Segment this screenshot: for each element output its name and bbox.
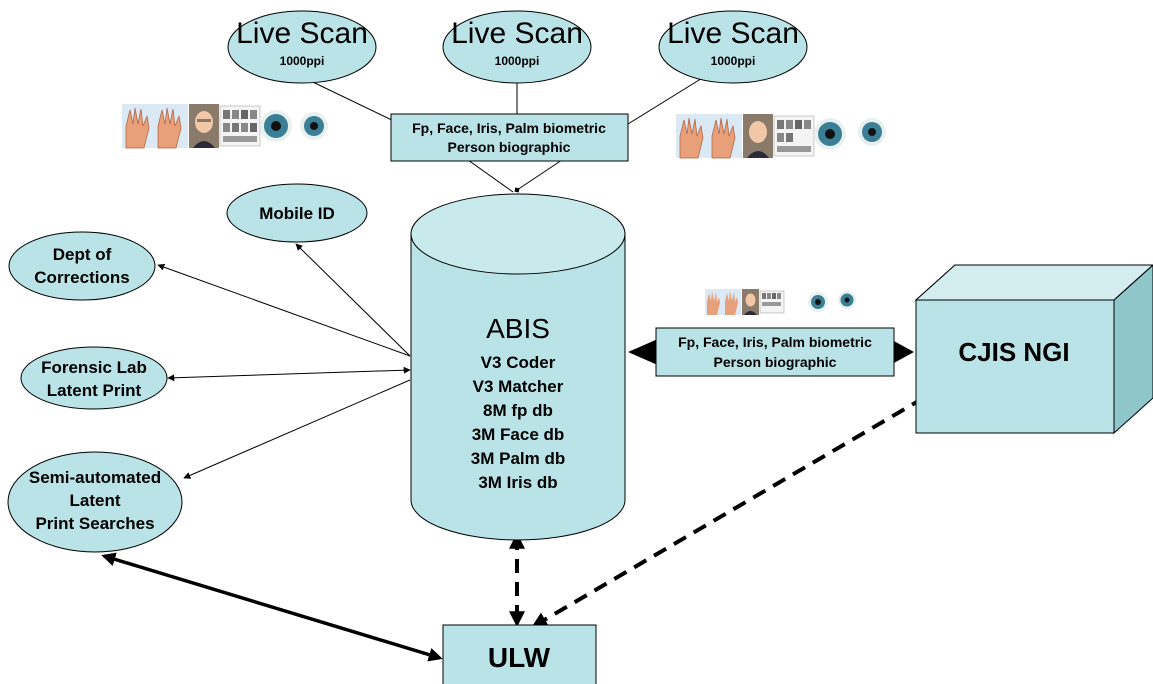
abis-component: 3M Face db [472, 425, 565, 444]
abis-component: 3M Palm db [471, 449, 565, 468]
biometric-image-strip-right [676, 114, 886, 159]
fingerprint-card-icon [759, 290, 785, 314]
abis-database-cylinder: ABIS V3 Coder V3 Matcher 8M fp db 3M Fac… [410, 193, 626, 541]
fingerprint-card-icon [219, 105, 261, 147]
abis-component: V3 Coder [481, 353, 556, 372]
biometric-line-1: Fp, Face, Iris, Palm biometric [678, 334, 872, 350]
live-scan-resolution: 1000ppi [495, 54, 540, 68]
connectors [101, 71, 947, 662]
biometric-data-box-right: Fp, Face, Iris, Palm biometric Person bi… [655, 327, 895, 377]
forensic-lab-label: Forensic Lab [41, 358, 147, 377]
edge-box-to-abis-a [467, 159, 514, 193]
abis-component: 3M Iris db [478, 473, 557, 492]
biometric-line-2: Person biographic [448, 139, 571, 155]
biometric-image-strip-left [122, 104, 328, 149]
cjis-ngi-cube: CJIS NGI [914, 264, 1153, 435]
live-scan-title: Live Scan [667, 17, 799, 50]
abis-title: ABIS [486, 313, 550, 344]
face-photo-icon [742, 289, 759, 315]
face-photo-icon [189, 104, 219, 148]
iris-icon [808, 292, 828, 312]
ulw-label: ULW [488, 642, 551, 673]
live-scan-title: Live Scan [236, 17, 368, 50]
abis-component: V3 Matcher [473, 377, 564, 396]
live-scan-title: Live Scan [451, 17, 583, 50]
forensic-lab-node: Forensic Lab Latent Print [20, 346, 168, 410]
forensic-lab-label: Latent Print [47, 381, 142, 400]
semi-automated-label: Print Searches [35, 514, 154, 533]
iris-icon [838, 291, 856, 309]
semi-automated-node: Semi-automated Latent Print Searches [7, 451, 183, 553]
abis-component-list: V3 Coder V3 Matcher 8M fp db 3M Face db … [471, 353, 565, 492]
biometric-data-box-top: Fp, Face, Iris, Palm biometric Person bi… [390, 113, 629, 162]
live-scan-node-3: Live Scan 1000ppi [658, 10, 808, 84]
iris-icon [858, 118, 886, 146]
hands-icon [705, 289, 741, 315]
dept-corrections-label: Dept of [53, 245, 112, 264]
dept-corrections-node: Dept of Corrections [8, 231, 156, 301]
fingerprint-card-icon [773, 115, 815, 157]
edge-abis-to-dept-corrections [157, 263, 411, 357]
edge-abis-to-mobile-id [295, 243, 411, 357]
ulw-node: ULW [442, 624, 597, 684]
iris-icon [814, 118, 846, 150]
mobile-id-label: Mobile ID [259, 204, 335, 223]
semi-automated-label: Latent [70, 491, 121, 510]
edge-box-to-livescan-3 [627, 71, 713, 125]
arrowhead-abis-side [628, 338, 660, 366]
edge-abis-to-forensic-lab [167, 366, 411, 382]
edge-abis-to-semi-automated [183, 379, 411, 479]
edge-box-to-abis-b [514, 159, 563, 193]
edge-cjis-ulw [531, 384, 947, 628]
hands-icon [676, 114, 742, 159]
dept-corrections-label: Corrections [34, 268, 129, 287]
biometric-line-2: Person biographic [714, 354, 837, 370]
arrowhead-cjis-side [892, 340, 914, 364]
face-photo-icon [743, 114, 773, 158]
biometric-line-1: Fp, Face, Iris, Palm biometric [412, 120, 606, 136]
biometric-image-strip-cjis [705, 289, 856, 315]
iris-icon [300, 112, 328, 140]
live-scan-resolution: 1000ppi [711, 54, 756, 68]
edge-semi-automated-ulw [101, 552, 443, 662]
hands-icon [122, 104, 188, 149]
cjis-ngi-label: CJIS NGI [958, 337, 1069, 367]
iris-icon [260, 110, 292, 142]
live-scan-node-2: Live Scan 1000ppi [442, 10, 592, 84]
semi-automated-label: Semi-automated [29, 468, 161, 487]
live-scan-node-1: Live Scan 1000ppi [227, 10, 377, 84]
abis-component: 8M fp db [483, 401, 553, 420]
mobile-id-node: Mobile ID [226, 183, 368, 243]
live-scan-resolution: 1000ppi [280, 54, 325, 68]
